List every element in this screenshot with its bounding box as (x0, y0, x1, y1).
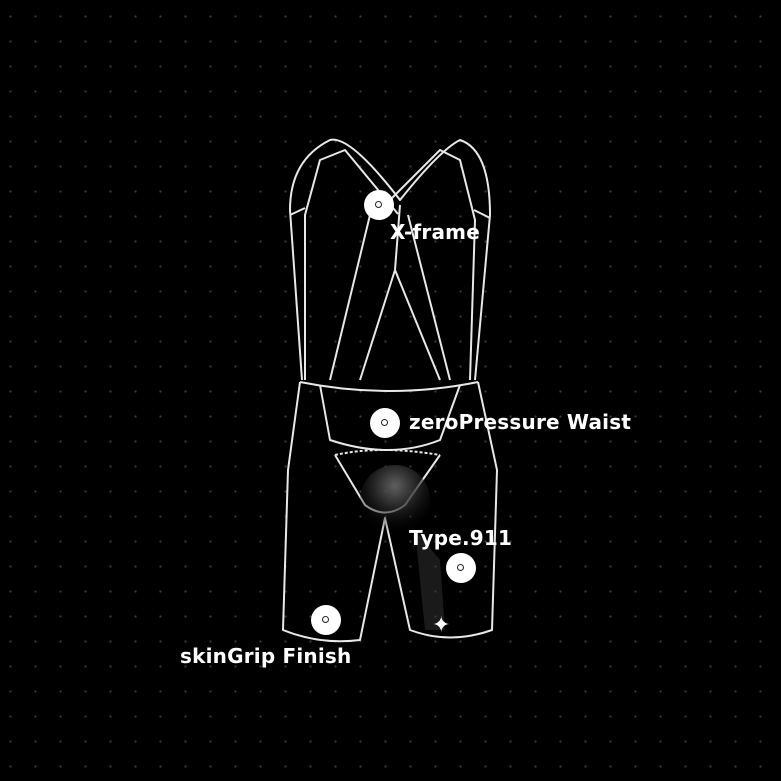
label-skingrip-finish: skinGrip Finish (180, 644, 352, 668)
hotspot-skingrip-finish[interactable] (311, 605, 341, 635)
hotspot-type-911[interactable] (446, 553, 476, 583)
left-strap (289, 138, 491, 381)
brand-logo: ✦ (432, 613, 450, 638)
hotspot-zeropressure-waist[interactable] (370, 408, 400, 438)
label-type-911: Type.911 (409, 526, 513, 550)
label-zeropressure-waist: zeroPressure Waist (409, 410, 632, 434)
hotspot-x-frame[interactable] (364, 190, 394, 220)
label-x-frame: X-frame (390, 220, 480, 244)
x-frame-straps (329, 204, 451, 381)
shorts-outline (282, 381, 498, 643)
